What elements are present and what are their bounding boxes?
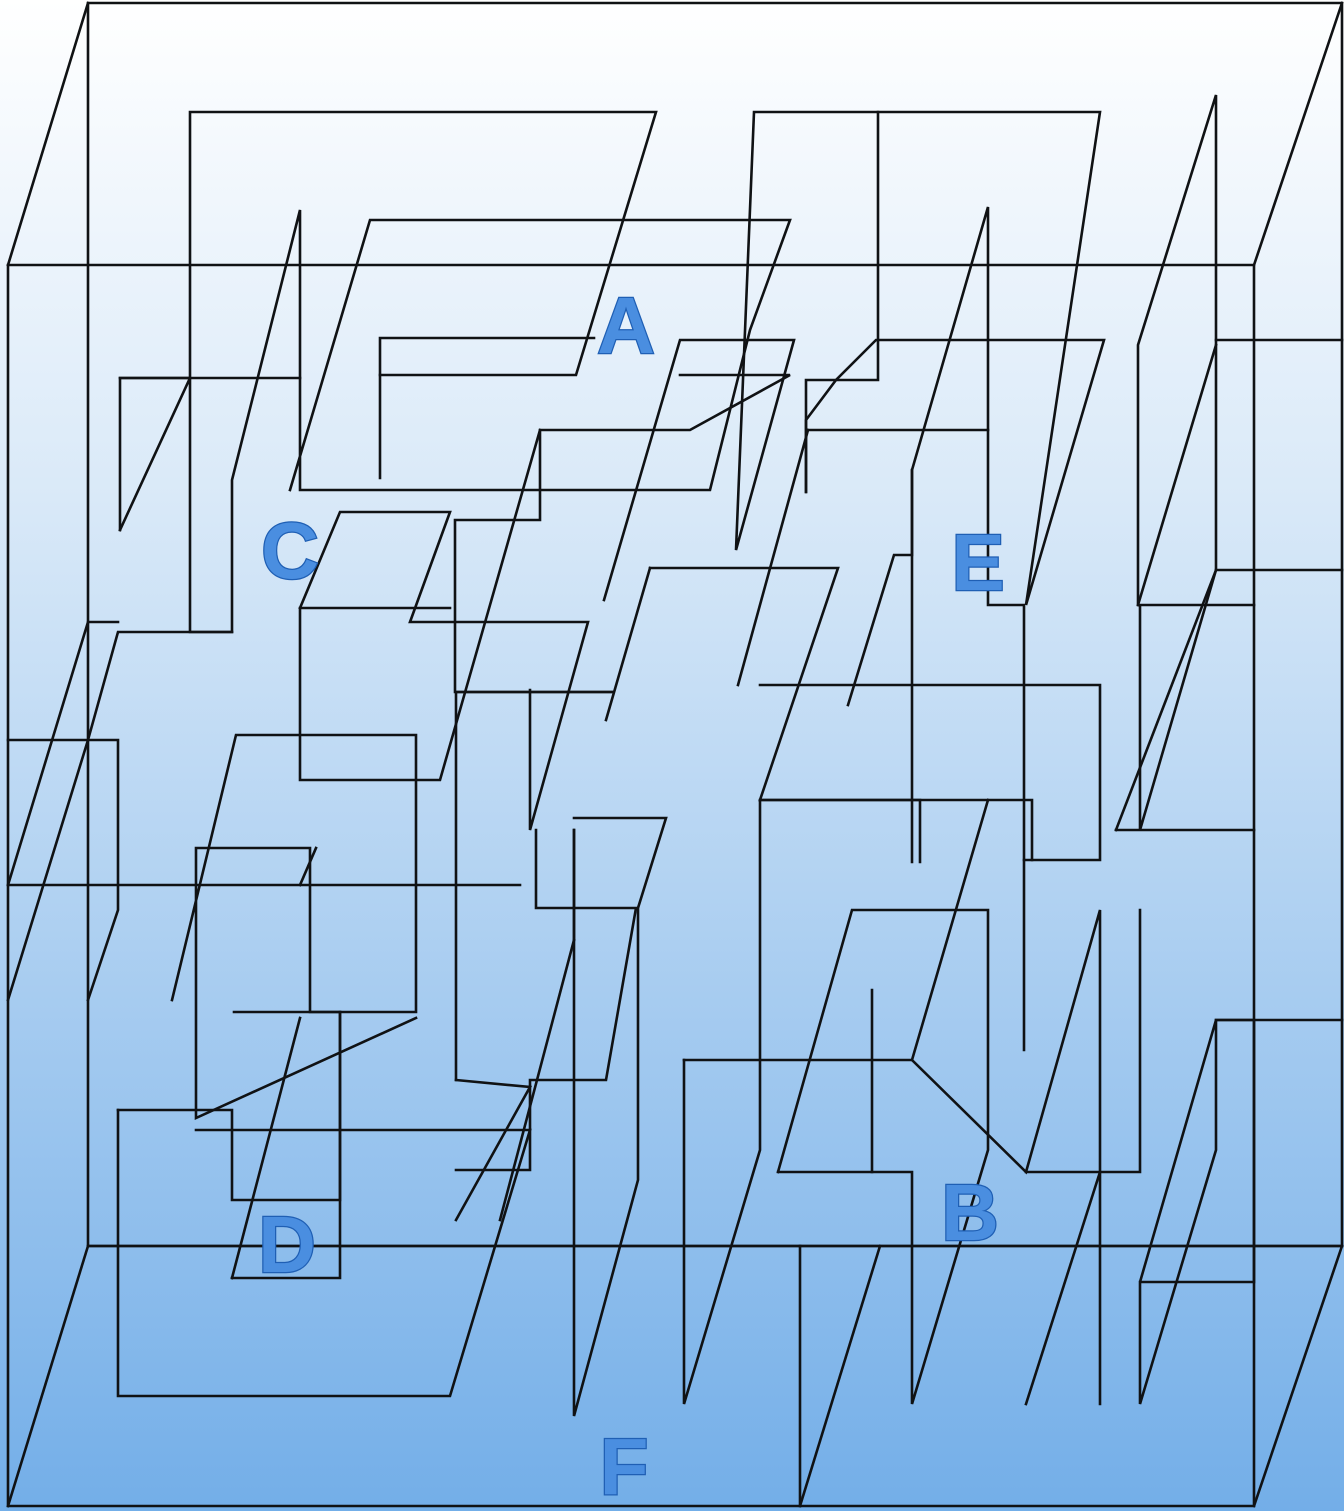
- label-b: B: [941, 1168, 999, 1257]
- label-f: F: [600, 1422, 649, 1511]
- label-e: E: [951, 518, 1004, 607]
- label-d: D: [258, 1200, 316, 1289]
- label-a: A: [597, 281, 655, 370]
- label-c: C: [261, 506, 319, 595]
